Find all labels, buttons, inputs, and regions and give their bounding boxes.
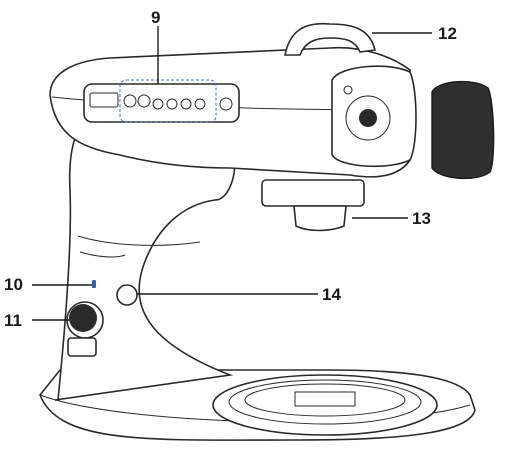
callout-12: 12: [438, 24, 457, 43]
callout-9: 9: [151, 8, 160, 27]
callout-11: 11: [4, 311, 22, 330]
hub-cover: [431, 80, 495, 180]
bowl-mount-ring: [212, 374, 438, 436]
callout-14: 14: [322, 285, 341, 304]
beater-shaft: [261, 179, 365, 232]
panel-highlight: [119, 79, 217, 123]
callout-13: 13: [412, 209, 431, 228]
speed-knob-face: [69, 304, 97, 332]
control-panel: [83, 79, 240, 123]
top-handle: [284, 22, 376, 56]
column-controls: [66, 280, 138, 357]
callout-10: 10: [4, 275, 23, 294]
timer-display: [89, 92, 119, 108]
attachment-hub: [331, 65, 417, 168]
leader-lines: [32, 26, 432, 321]
indicator-light: [92, 280, 96, 288]
power-switch: [67, 337, 97, 357]
head-release-button: [116, 284, 138, 306]
